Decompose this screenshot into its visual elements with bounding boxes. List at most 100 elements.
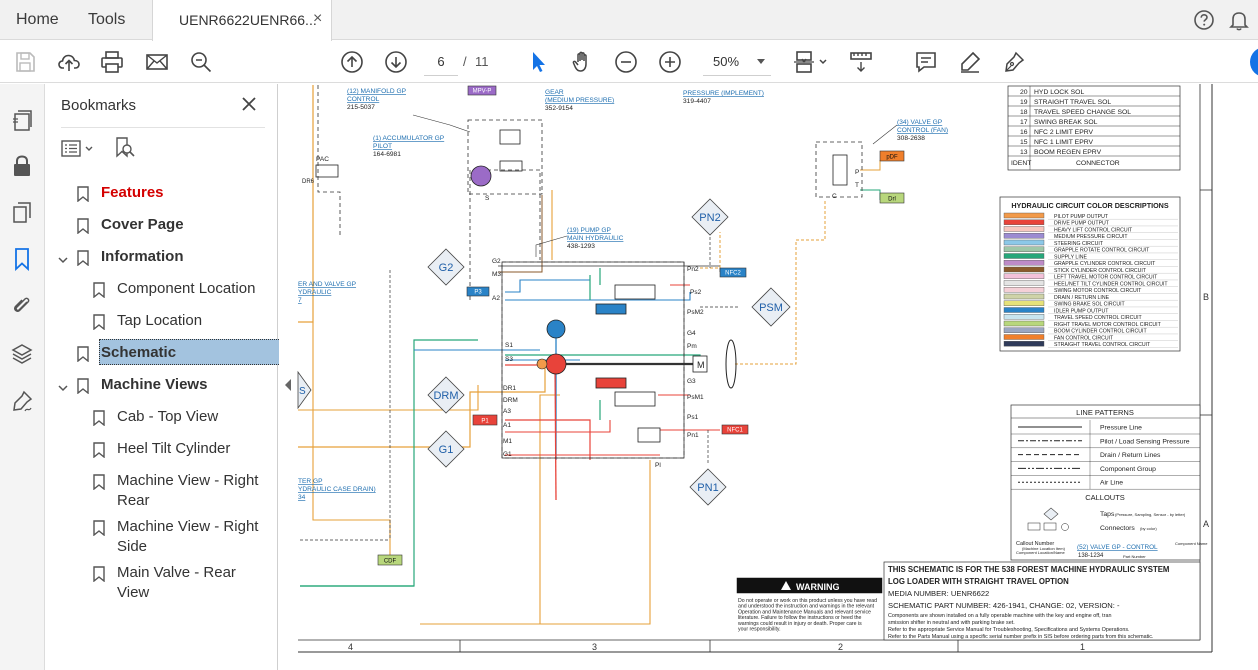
bookmark-item[interactable]: Machine View - Right Side: [45, 516, 275, 555]
legend-label: GRAPPLE CYLINDER CONTROL CIRCUIT: [1054, 261, 1156, 267]
notifications-icon[interactable]: [1228, 9, 1250, 31]
bookmark-item[interactable]: Main Valve - Rear View: [45, 562, 275, 601]
legend-label: TRAVEL SPEED CONTROL CIRCUIT: [1054, 315, 1143, 321]
close-tab-icon[interactable]: ×: [313, 10, 323, 27]
bookmark-item[interactable]: Machine View - Right Rear: [45, 470, 275, 509]
bookmark-icon: [77, 346, 89, 363]
callout-text: YDRAULIC CASE DRAIN): [298, 486, 376, 493]
main-toolbar: / 11 50%: [0, 41, 1258, 83]
title-block-text: Refer to the Parts Manual using a specif…: [888, 634, 1153, 640]
line-pattern-label: Air Line: [1100, 480, 1123, 487]
zoom-level-dropdown[interactable]: 50%: [703, 48, 771, 76]
limit-valve: [637, 427, 661, 443]
callout-text: 438-1293: [567, 243, 595, 250]
bookmark-item[interactable]: Tap Location: [45, 310, 275, 342]
lock-icon[interactable]: [10, 154, 34, 178]
panel-divider: [61, 127, 265, 128]
expand-chevron-icon[interactable]: [57, 253, 69, 265]
signature-icon[interactable]: [10, 389, 34, 413]
expand-chevron-icon[interactable]: [57, 381, 69, 393]
bookmark-item[interactable]: Machine Views: [45, 374, 275, 406]
page-number-input[interactable]: [424, 48, 458, 76]
connector-table-cell: 20: [1020, 89, 1028, 96]
bookmark-options-menu-icon[interactable]: [61, 138, 97, 160]
port-label: S3: [505, 356, 513, 363]
help-icon[interactable]: [1193, 9, 1215, 31]
tap-diamond-label: DRM: [433, 390, 458, 402]
bookmark-item[interactable]: Heel Tilt Cylinder: [45, 438, 275, 470]
bookmark-item[interactable]: Cab - Top View: [45, 406, 275, 438]
legend-label: PILOT PUMP OUTPUT: [1054, 214, 1109, 220]
previous-page-icon[interactable]: [340, 50, 364, 74]
collapse-panel-icon[interactable]: [283, 377, 293, 393]
callout-text: 34: [298, 494, 306, 501]
legend-swatch: [1003, 273, 1045, 279]
leader-line: [872, 124, 898, 145]
bookmark-icon: [93, 520, 105, 537]
document-tab[interactable]: UENR6622UENR66... ×: [152, 0, 332, 41]
bookmark-panel-icon[interactable]: [10, 247, 34, 272]
zoom-out-icon[interactable]: [614, 50, 638, 74]
port-label: Pn1: [687, 432, 699, 439]
select-cursor-icon[interactable]: [526, 50, 550, 74]
legend-swatch: [1003, 233, 1045, 239]
next-page-icon[interactable]: [384, 50, 408, 74]
callout-example-text: (Machine Location Item): [1022, 546, 1066, 551]
bookmark-item[interactable]: Cover Page: [45, 214, 275, 246]
sign-pen-icon[interactable]: [1002, 50, 1026, 74]
zoom-in-icon[interactable]: [658, 50, 682, 74]
layers-icon[interactable]: [10, 342, 34, 366]
hydraulic-line: [860, 160, 881, 171]
bookmark-icon: [77, 250, 89, 267]
scroll-mode-icon[interactable]: [849, 50, 873, 74]
copy-pages-icon[interactable]: [10, 200, 34, 224]
attachment-icon[interactable]: [10, 294, 34, 318]
comment-icon[interactable]: [914, 50, 938, 74]
bookmark-item[interactable]: Component Location: [45, 278, 275, 310]
legend-swatch: [1003, 334, 1045, 340]
warning-triangle-icon: [781, 581, 791, 590]
highlight-pen-icon[interactable]: [958, 50, 982, 74]
save-icon[interactable]: [13, 50, 37, 74]
manifold-group: [467, 119, 543, 195]
bookmark-item[interactable]: Schematic: [45, 342, 275, 374]
tap-diamond: [427, 248, 465, 286]
legend-swatch: [1003, 327, 1045, 333]
callout-text: 308-2638: [897, 135, 925, 142]
connector-tag: [472, 414, 498, 426]
bookmark-item[interactable]: Features: [45, 182, 275, 214]
warning-text: Operation and Maintenance Manuals and re…: [738, 609, 871, 615]
close-panel-icon[interactable]: [241, 96, 257, 112]
print-icon[interactable]: [100, 50, 124, 74]
page-fit-icon[interactable]: [793, 50, 829, 74]
grid-label: B: [1203, 292, 1209, 302]
share-button[interactable]: [1250, 47, 1258, 77]
tools-menu[interactable]: Tools: [88, 11, 126, 28]
page-thumbnails-icon[interactable]: [10, 108, 34, 132]
callout-text: 164-6981: [373, 151, 401, 158]
hydraulic-line: [317, 85, 341, 235]
grid-label: 3: [592, 642, 597, 652]
callouts-connectors-label: Connectors: [1100, 525, 1135, 532]
callout-text: GEAR: [545, 89, 564, 96]
port-label: G1: [503, 451, 512, 458]
hydraulic-line: [498, 195, 543, 273]
color-legend-title: HYDRAULIC CIRCUIT COLOR DESCRIPTIONS: [1011, 201, 1169, 210]
port-label: DR1: [503, 385, 516, 392]
legend-swatch: [1003, 212, 1045, 219]
hand-tool-icon[interactable]: [570, 50, 594, 74]
connector-tag: [879, 192, 905, 204]
legend-label: STICK CYLINDER CONTROL CIRCUIT: [1054, 268, 1147, 274]
email-icon[interactable]: [145, 50, 169, 74]
find-bookmark-icon[interactable]: [113, 136, 137, 160]
home-menu[interactable]: Home: [16, 11, 59, 28]
upload-cloud-icon[interactable]: [57, 50, 81, 74]
bookmark-item[interactable]: Information: [45, 246, 275, 278]
search-zoom-icon[interactable]: [189, 50, 213, 74]
hydraulic-line: [505, 279, 590, 293]
tap-diamond-label: S: [299, 386, 306, 397]
port-label: C: [832, 193, 837, 200]
legend-swatch: [1003, 253, 1045, 259]
tap-diamond: [427, 376, 465, 414]
